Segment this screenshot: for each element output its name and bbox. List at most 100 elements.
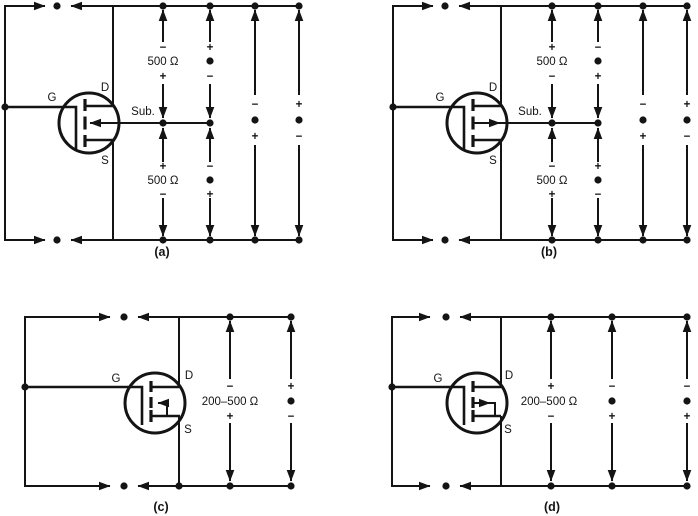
resistance-reading: 500 Ω — [537, 56, 568, 68]
substrate-label: Sub. — [131, 106, 155, 118]
junction-dot — [295, 2, 303, 10]
junction-dot — [683, 482, 691, 490]
polarity-sign: − — [207, 161, 214, 173]
substrate-to-source-link — [488, 402, 496, 416]
gate-label: G — [434, 373, 443, 385]
polarity-sign: − — [684, 131, 691, 143]
polarity-sign: − — [160, 42, 167, 54]
polarity-sign: + — [609, 411, 616, 423]
polarity-sign: − — [296, 131, 303, 143]
probe-dot — [287, 397, 295, 405]
polarity-sign: − — [207, 71, 214, 83]
gate-wire — [392, 385, 466, 425]
polarity-sign: + — [288, 381, 295, 393]
polarity-sign: − — [288, 411, 295, 423]
junction-dot — [594, 119, 602, 127]
polarity-sign: − — [252, 99, 259, 111]
junction-dot — [159, 119, 167, 127]
polarity-sign: − — [595, 189, 602, 201]
probe-contact-dot — [53, 236, 61, 244]
polarity-sign: − — [609, 381, 616, 393]
mosfet-circle — [445, 371, 509, 435]
probe-dot — [594, 176, 602, 184]
resistance-reading: 200–500 Ω — [202, 396, 259, 408]
gate-wire — [393, 105, 466, 149]
resistance-reading: 500 Ω — [537, 175, 568, 187]
probe-contact-dot — [442, 313, 450, 321]
polarity-sign: − — [548, 411, 555, 423]
polarity-sign: − — [595, 42, 602, 54]
source-label: S — [504, 424, 512, 436]
junction-dot — [548, 2, 556, 10]
panel-d: G D S + 200–500 Ω − − + − + (d) — [388, 312, 692, 514]
source-label: S — [101, 155, 109, 167]
probe-dot — [639, 116, 647, 124]
polarity-sign: − — [684, 381, 691, 393]
probe-dot — [206, 57, 214, 65]
junction-dot — [226, 313, 234, 321]
polarity-sign: − — [549, 161, 556, 173]
gate-wire — [5, 105, 78, 149]
polarity-sign: − — [227, 381, 234, 393]
drain-label: D — [101, 82, 109, 94]
probe-contact-dot — [441, 2, 449, 10]
polarity-sign: + — [160, 71, 167, 83]
drain-label: D — [505, 370, 513, 382]
junction-dot — [251, 2, 259, 10]
resistance-reading: 500 Ω — [148, 56, 179, 68]
probe-dot — [683, 397, 691, 405]
probe-contact-dot — [442, 482, 450, 490]
polarity-sign: + — [160, 161, 167, 173]
polarity-sign: + — [549, 189, 556, 201]
probe-dot — [295, 116, 303, 124]
resistance-reading: 200–500 Ω — [521, 396, 578, 408]
junction-dot — [295, 236, 303, 244]
resistance-reading: 500 Ω — [148, 175, 179, 187]
junction-dot — [683, 313, 691, 321]
junction-dot — [547, 313, 555, 321]
junction-dot — [206, 2, 214, 10]
panel-b: G D S Sub. + 500 Ω − − + − 500 Ω + + − −… — [389, 1, 692, 259]
panel-c: G D S − 200–500 Ω + + − (c) — [21, 312, 296, 514]
polarity-sign: + — [640, 131, 647, 143]
junction-dot — [175, 482, 183, 490]
probe-contact-dot — [120, 313, 128, 321]
polarity-sign: + — [207, 189, 214, 201]
polarity-sign: + — [252, 131, 259, 143]
probe-contact-dot — [53, 2, 61, 10]
polarity-sign: + — [595, 161, 602, 173]
junction-dot — [206, 236, 214, 244]
polarity-sign: + — [207, 42, 214, 54]
gate-label: G — [436, 92, 445, 104]
polarity-sign: + — [549, 42, 556, 54]
gate-wire — [25, 385, 144, 425]
probe-dot — [608, 397, 616, 405]
drain-label: D — [185, 370, 193, 382]
junction-dot — [608, 482, 616, 490]
probe-dot — [206, 176, 214, 184]
polarity-sign: + — [684, 99, 691, 111]
junction-dot — [548, 119, 556, 127]
junction-dot — [287, 313, 295, 321]
gate-label: G — [48, 92, 57, 104]
source-label: S — [184, 424, 192, 436]
junction-dot — [608, 313, 616, 321]
panel-caption: (b) — [541, 245, 557, 259]
probe-contact-dot — [120, 482, 128, 490]
junction-dot — [547, 482, 555, 490]
polarity-sign: + — [548, 381, 555, 393]
junction-dot — [206, 119, 214, 127]
substrate-to-source-arrow-in — [157, 398, 169, 416]
probe-dot — [251, 116, 259, 124]
polarity-sign: + — [296, 99, 303, 111]
junction-dot — [548, 236, 556, 244]
gate-label: G — [112, 373, 121, 385]
junction-dot — [287, 482, 295, 490]
polarity-sign: + — [684, 411, 691, 423]
polarity-sign: + — [227, 411, 234, 423]
junction-dot — [639, 236, 647, 244]
polarity-sign: − — [549, 71, 556, 83]
panel-caption: (d) — [544, 500, 560, 514]
